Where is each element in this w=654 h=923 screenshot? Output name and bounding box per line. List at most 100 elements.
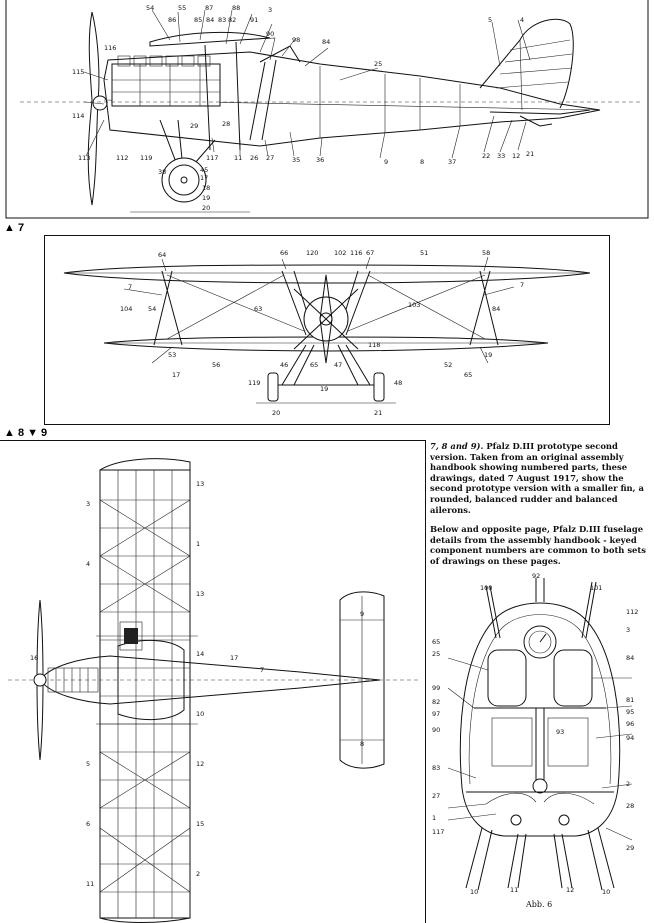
callout: 21 bbox=[526, 150, 535, 158]
callout: 56 bbox=[212, 361, 221, 369]
callout: 15 bbox=[196, 820, 205, 828]
callout: 11 bbox=[234, 154, 243, 162]
callout: 20 bbox=[272, 409, 281, 417]
callout: 51 bbox=[420, 249, 429, 257]
callout: 12 bbox=[512, 152, 521, 160]
callout: 81 bbox=[626, 696, 635, 704]
callout: 87 bbox=[205, 4, 214, 12]
side-view-drawing: 54 86 55 87 85 84 83 82 88 91 90 3 98 84… bbox=[0, 0, 654, 222]
callout: 48 bbox=[394, 379, 403, 387]
callout: 16 bbox=[30, 654, 39, 662]
callout: 82 bbox=[228, 16, 237, 24]
callout: 22 bbox=[482, 152, 491, 160]
callout: 100 bbox=[480, 584, 493, 592]
callout: 18 bbox=[202, 184, 211, 192]
callout: 2 bbox=[626, 780, 631, 788]
callout: 119 bbox=[248, 379, 261, 387]
callout: 35 bbox=[292, 156, 301, 164]
callout: 25 bbox=[432, 650, 441, 658]
callout: 6 bbox=[86, 820, 91, 828]
callout: 45 bbox=[200, 166, 209, 174]
caption-paragraph-1-body: Pfalz D.III prototype second version. Ta… bbox=[430, 441, 644, 515]
callout: 91 bbox=[250, 16, 259, 24]
callout: 37 bbox=[448, 158, 457, 166]
callout: 29 bbox=[190, 122, 199, 130]
callout: 90 bbox=[266, 30, 275, 38]
callout: 2 bbox=[196, 870, 201, 878]
callout: 120 bbox=[306, 249, 319, 257]
callout: 84 bbox=[626, 654, 635, 662]
callout: 46 bbox=[280, 361, 289, 369]
callout: 54 bbox=[146, 4, 155, 12]
callout: 3 bbox=[626, 626, 631, 634]
callout: 28 bbox=[222, 120, 231, 128]
callout: 9 bbox=[360, 610, 365, 618]
callout: 88 bbox=[232, 4, 241, 12]
callout: 101 bbox=[590, 584, 603, 592]
callout: 13 bbox=[196, 590, 205, 598]
callout: 86 bbox=[168, 16, 177, 24]
callout: 19 bbox=[320, 385, 329, 393]
callout: 19 bbox=[484, 351, 493, 359]
callout: 1 bbox=[432, 814, 437, 822]
callout: 82 bbox=[432, 698, 441, 706]
callout: 117 bbox=[206, 154, 219, 162]
callout: 20 bbox=[202, 204, 211, 212]
callout: 94 bbox=[626, 734, 635, 742]
callout: 116 bbox=[350, 249, 363, 257]
callout: 58 bbox=[482, 249, 491, 257]
callout: 3 bbox=[268, 6, 273, 14]
callout: 17 bbox=[230, 654, 239, 662]
callout: 93 bbox=[556, 728, 565, 736]
callout: 33 bbox=[497, 152, 506, 160]
callout: 11 bbox=[86, 880, 95, 888]
plan-view-svg bbox=[0, 440, 426, 923]
figure-label-8-9: ▲ 8 ▼ 9 bbox=[4, 427, 48, 439]
callout: 104 bbox=[120, 305, 133, 313]
fuselage-section-svg bbox=[447, 578, 633, 891]
callout: 118 bbox=[368, 341, 381, 349]
caption-paragraph-2: Below and opposite page, Pfalz D.III fus… bbox=[430, 524, 646, 566]
callout: 115 bbox=[72, 68, 85, 76]
callout: 84 bbox=[322, 38, 331, 46]
callout: 116 bbox=[104, 44, 117, 52]
callout: 36 bbox=[316, 156, 325, 164]
figure-label-7: ▲ 7 bbox=[4, 222, 25, 234]
side-view-svg bbox=[5, 0, 649, 219]
callout: 29 bbox=[626, 844, 635, 852]
callout: 119 bbox=[140, 154, 153, 162]
callout: 98 bbox=[292, 36, 301, 44]
callout: 90 bbox=[432, 726, 441, 734]
callout: 55 bbox=[178, 4, 187, 12]
callout: 112 bbox=[626, 608, 639, 616]
callout: 17 bbox=[172, 371, 181, 379]
fuselage-section-drawing: 100 92 101 112 3 65 25 84 99 82 97 90 93… bbox=[426, 558, 654, 923]
callout: 84 bbox=[492, 305, 501, 313]
fuselage-caption: Abb. 6 bbox=[526, 900, 553, 909]
callout: 5 bbox=[488, 16, 493, 24]
callout: 7 bbox=[260, 666, 265, 674]
caption-figure-ref: 7, 8 and 9). bbox=[430, 441, 484, 451]
callout: 38 bbox=[158, 168, 167, 176]
callout: 117 bbox=[432, 828, 445, 836]
callout: 67 bbox=[366, 249, 375, 257]
front-view-svg bbox=[44, 235, 610, 425]
callout: 8 bbox=[420, 158, 425, 166]
callout: 26 bbox=[250, 154, 259, 162]
callout: 112 bbox=[116, 154, 129, 162]
caption-text: 7, 8 and 9). Pfalz D.III prototype secon… bbox=[430, 441, 648, 576]
callout: 3 bbox=[86, 500, 91, 508]
callout: 95 bbox=[626, 708, 635, 716]
callout: 64 bbox=[158, 251, 167, 259]
callout: 99 bbox=[432, 684, 441, 692]
callout: 52 bbox=[444, 361, 453, 369]
callout: 13 bbox=[196, 480, 205, 488]
callout: 83 bbox=[218, 16, 227, 24]
callout: 10 bbox=[470, 888, 479, 896]
callout: 21 bbox=[374, 409, 383, 417]
callout: 27 bbox=[266, 154, 275, 162]
callout: 12 bbox=[196, 760, 205, 768]
callout: 65 bbox=[432, 638, 441, 646]
callout: 4 bbox=[520, 16, 525, 24]
caption-paragraph-1: 7, 8 and 9). Pfalz D.III prototype secon… bbox=[430, 441, 648, 515]
